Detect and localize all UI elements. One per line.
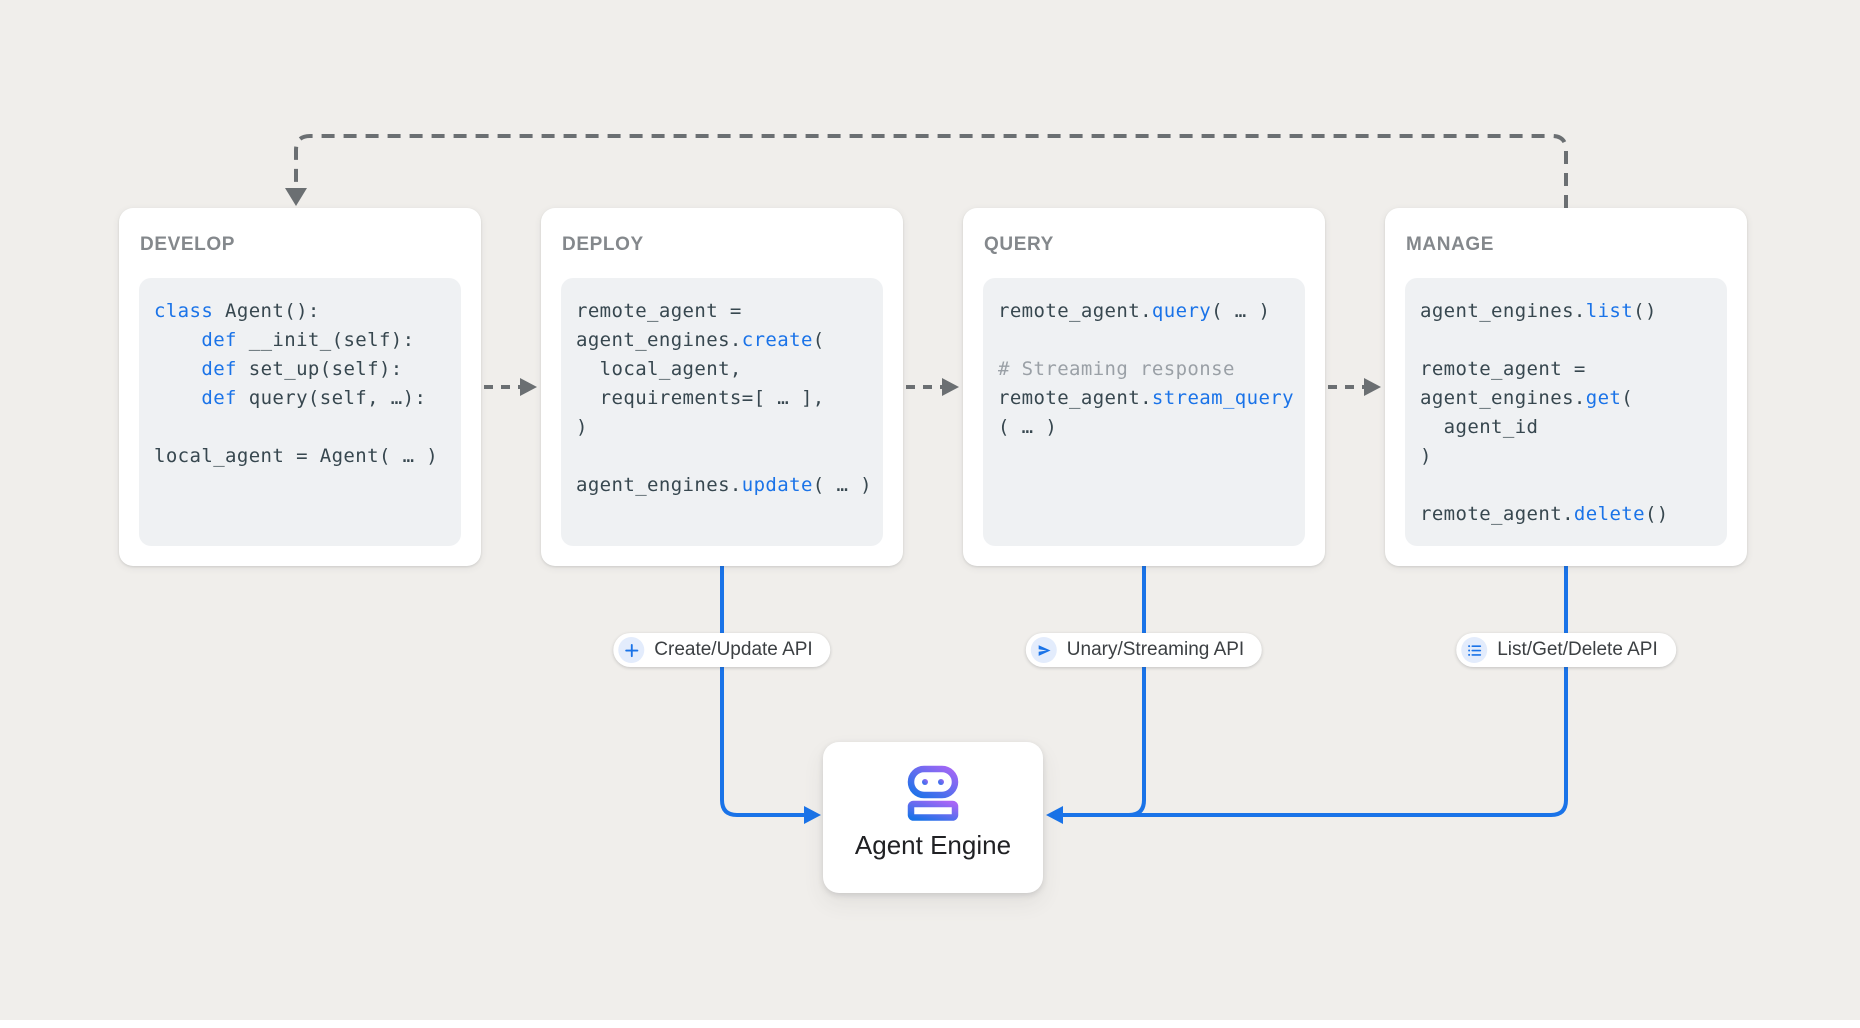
list-icon: [1461, 637, 1488, 663]
code-line: local_agent = Agent( … ): [154, 445, 439, 467]
card-manage: MANAGE agent_engines.list() remote_agent…: [1385, 208, 1747, 566]
deploy-to-engine-line: [720, 566, 804, 817]
code-line: def query(self, …):: [201, 387, 427, 409]
code-line: remote_agent.delete(): [1420, 503, 1669, 525]
query-to-engine-line: [1100, 566, 1146, 817]
code-line: local_agent,: [576, 358, 742, 380]
card-title-develop: DEVELOP: [140, 234, 235, 255]
code-line: def __init_(self):: [201, 329, 415, 351]
code-block-query: remote_agent.query( … ) # Streaming resp…: [983, 278, 1305, 546]
card-develop: DEVELOP class Agent(): def __init_(self)…: [119, 208, 481, 566]
feedback-dashed-path: [294, 134, 1568, 208]
code-line: agent_engines.get(: [1420, 387, 1634, 409]
api-pill-label: Unary/Streaming API: [1066, 639, 1245, 660]
code-line: ): [576, 416, 588, 438]
api-pill-unary-streaming: Unary/Streaming API: [1025, 633, 1263, 667]
code-line: agent_engines.create(: [576, 329, 825, 351]
card-deploy: DEPLOY remote_agent = agent_engines.creat…: [541, 208, 903, 566]
api-pill-label: Create/Update API: [654, 639, 813, 660]
code-line: [1420, 471, 1721, 500]
code-block-manage: agent_engines.list() remote_agent = agent…: [1405, 278, 1727, 546]
code-line: # Streaming response: [998, 358, 1235, 380]
code-line: def set_up(self):: [201, 358, 403, 380]
robot-icon: [907, 765, 959, 821]
card-title-deploy: DEPLOY: [562, 234, 644, 255]
code-line: agent_engines.list(): [1420, 300, 1657, 322]
code-line: remote_agent.stream_query: [998, 387, 1294, 409]
agent-engine-node: Agent Engine: [823, 742, 1043, 893]
bottom-edge-strip: [0, 1020, 1860, 1028]
code-block-develop: class Agent(): def __init_(self): def se…: [139, 278, 461, 546]
agent-engine-label: Agent Engine: [854, 830, 1012, 860]
blue-arrowhead-right-icon: [804, 806, 821, 824]
code-line: remote_agent =: [576, 300, 742, 322]
card-query: QUERY remote_agent.query( … ) # Streamin…: [963, 208, 1325, 566]
manage-to-engine-line: [1063, 566, 1568, 817]
arrowhead-right-icon: [1364, 378, 1381, 396]
code-line: [576, 442, 877, 471]
card-title-manage: MANAGE: [1406, 234, 1495, 255]
code-line: [998, 326, 1299, 355]
code-line: agent_id: [1420, 416, 1539, 438]
blue-arrowhead-left-icon: [1046, 806, 1063, 824]
code-line: class Agent():: [154, 300, 320, 322]
api-pill-list-get-delete: List/Get/Delete API: [1456, 633, 1676, 667]
code-block-deploy: remote_agent = agent_engines.create( loca…: [561, 278, 883, 546]
code-line: requirements=[ … ],: [576, 387, 825, 409]
code-line: agent_engines.update( … ): [576, 474, 872, 496]
api-pill-create-update: Create/Update API: [613, 633, 831, 667]
code-line: ): [1420, 445, 1432, 467]
code-line: remote_agent.query( … ): [998, 300, 1271, 322]
arrowhead-down-icon: [285, 188, 307, 206]
code-line: [154, 413, 455, 442]
arrowhead-right-icon: [942, 378, 959, 396]
code-line: remote_agent =: [1420, 358, 1586, 380]
code-line: [1420, 326, 1721, 355]
card-title-query: QUERY: [984, 234, 1054, 255]
arrowhead-right-icon: [520, 378, 537, 396]
api-pill-label: List/Get/Delete API: [1497, 639, 1658, 660]
plus-icon: [618, 637, 645, 663]
send-icon: [1030, 637, 1057, 663]
code-line: ( … ): [998, 416, 1058, 438]
